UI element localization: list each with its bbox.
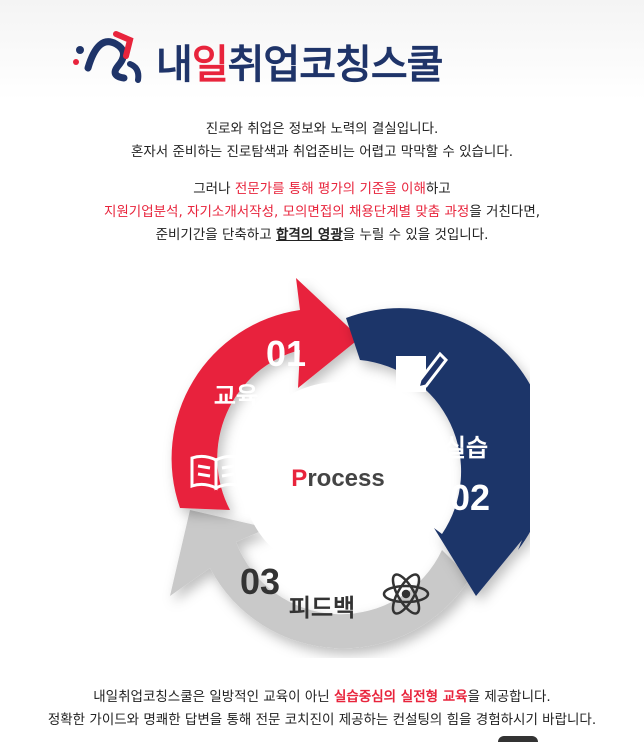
brand-logo: 내일취업코칭스쿨 xyxy=(0,28,644,88)
atom-icon xyxy=(382,573,430,615)
footer-line: 정확한 가이드와 명쾌한 답변을 통해 전문 코치진이 제공하는 컨설팅의 힘을… xyxy=(47,712,597,728)
process-diagram: Process 01 교육 실습 02 03 피드백 xyxy=(170,278,530,649)
step-01-label: 교육 xyxy=(214,382,258,410)
intro-line: 혼자서 준비하는 진로탐색과 취업준비는 어렵고 막막할 수 있습니다. xyxy=(130,144,514,160)
brand-title: 내일취업코칭스쿨 xyxy=(156,42,443,88)
process-label: Process xyxy=(291,465,384,492)
intro-line: 지원기업분석, 자기소개서작성, 모의면접의 채용단계별 맞춤 과정을 거친다면… xyxy=(103,204,541,220)
header-band xyxy=(0,0,644,100)
book-icon xyxy=(190,454,242,491)
step-02-number: 02 xyxy=(450,477,490,518)
intro-line: 준비기간을 단축하고 합격의 영광을 누릴 수 있을 것입니다. xyxy=(155,227,489,243)
pencil-note-icon xyxy=(396,351,448,392)
footer-text: 내일취업코칭스쿨은 일방적인 교육이 아닌 실습중심의 실전형 교육을 제공합니… xyxy=(0,686,644,732)
intro-line: 그러나 전문가를 통해 평가의 기준을 이해하고 xyxy=(193,181,451,197)
intro-line: 진로와 취업은 정보와 노력의 결실입니다. xyxy=(205,121,439,137)
brand-mark-icon xyxy=(73,31,142,83)
avatar xyxy=(498,736,538,742)
step-03-label: 피드백 xyxy=(289,594,355,622)
footer-line: 내일취업코칭스쿨은 일방적인 교육이 아닌 실습중심의 실전형 교육을 제공합니… xyxy=(93,689,551,705)
step-02-arrow xyxy=(346,308,530,596)
step-03-number: 03 xyxy=(240,561,280,602)
process-center xyxy=(242,382,434,574)
step-02-label: 실습 xyxy=(444,434,488,462)
step-01-arrow xyxy=(171,278,360,510)
intro-text: 진로와 취업은 정보와 노력의 결실입니다. 혼자서 준비하는 진로탐색과 취업… xyxy=(0,118,644,247)
step-01-number: 01 xyxy=(266,333,306,374)
